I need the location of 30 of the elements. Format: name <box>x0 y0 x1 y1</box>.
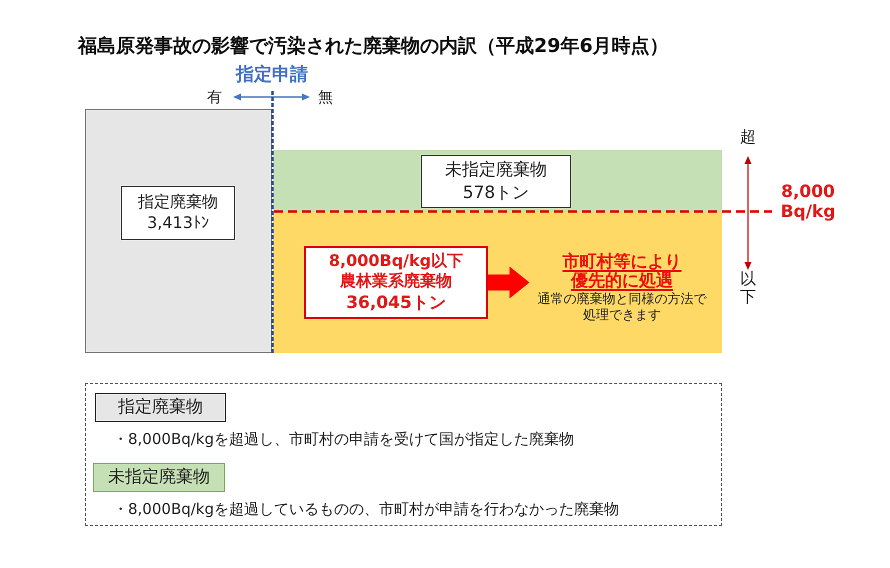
category-box <box>121 186 235 240</box>
threshold-label: 8,000 Bq/kg <box>780 182 836 223</box>
category-name: 指定廃棄物 <box>118 397 203 418</box>
category-box <box>421 155 571 208</box>
category-box <box>304 246 488 319</box>
category-name: 未指定廃棄物 <box>445 159 547 182</box>
tonnage-value: 36,045トン <box>346 292 446 314</box>
note-text: 通常の廃棄物と同様の方法で処理できます <box>536 292 708 324</box>
legend-tag <box>95 393 226 422</box>
designated-waste-area <box>85 109 272 353</box>
category-name: 未指定廃棄物 <box>108 467 210 488</box>
tonnage-value: 578トン <box>462 182 530 204</box>
diagram-title: 福島原発事故の影響で汚染された廃棄物の内訳（平成29年6月時点） <box>78 34 669 59</box>
direction-label: 以下 <box>740 270 756 306</box>
below-threshold-area <box>273 211 722 353</box>
legend-frame <box>85 383 722 526</box>
category-name: 農林業系廃棄物 <box>340 271 452 292</box>
direction-label: 超 <box>740 128 756 146</box>
block-arrow <box>488 266 530 298</box>
definition-text: ・8,000Bq/kgを超過しているものの、市町村が申請を行わなかった廃棄物 <box>113 500 620 519</box>
definition-text: ・8,000Bq/kgを超過し、市町村の申請を受けて国が指定した廃棄物 <box>113 430 574 449</box>
threshold-text: 8,000Bq/kg以下 <box>328 250 464 272</box>
tonnage-value: 3,413ﾄﾝ <box>147 213 209 234</box>
emphasis-text: 市町村等により優先的に処遇 <box>562 252 682 292</box>
direction-label: 無 <box>318 88 333 107</box>
direction-label: 有 <box>207 88 222 107</box>
undesignated-waste-area <box>273 150 722 211</box>
legend-tag <box>93 463 225 492</box>
section-heading: 指定申請 <box>236 63 308 86</box>
category-name: 指定廃棄物 <box>138 192 218 213</box>
